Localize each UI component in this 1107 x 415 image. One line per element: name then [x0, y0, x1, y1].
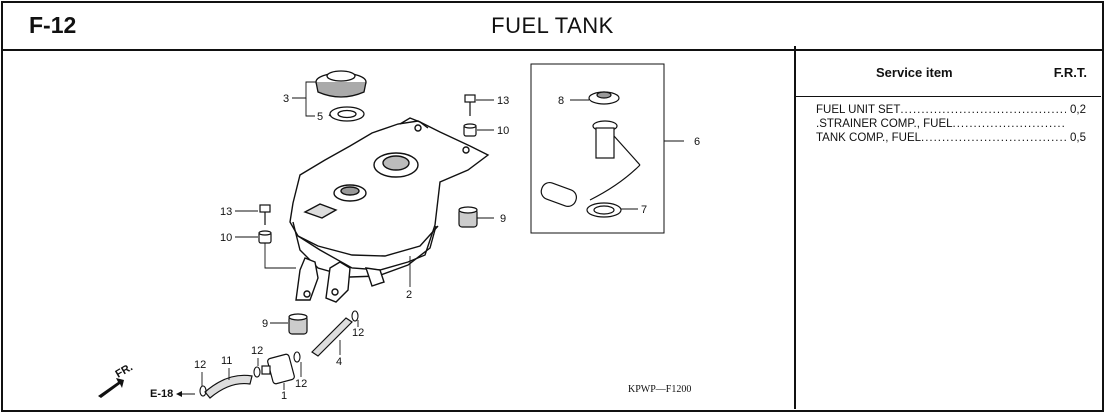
callout-12: 12	[251, 345, 263, 357]
grommet	[258, 230, 272, 244]
callout-1: 1	[281, 390, 287, 402]
bolt	[259, 204, 271, 225]
cap-packing	[329, 106, 365, 122]
service-row: .STRAINER COMP., FUEL	[816, 117, 1086, 131]
grommet	[463, 123, 477, 137]
bolt	[464, 94, 476, 116]
callout-8: 8	[558, 95, 564, 107]
callout-12: 12	[194, 359, 206, 371]
fuel-pump-setting-plate	[588, 91, 620, 105]
service-row-name: TANK COMP., FUEL	[816, 132, 922, 144]
service-row-frt: 0,2	[1070, 104, 1086, 116]
page-title: FUEL TANK	[491, 13, 614, 38]
service-item-heading: Service item	[876, 65, 953, 80]
callout-4: 4	[336, 356, 342, 368]
column-divider	[794, 46, 796, 409]
callout-12: 12	[352, 327, 364, 339]
callout-5: 5	[317, 111, 323, 123]
section-code: F-12	[29, 12, 77, 38]
service-row-frt: 0,5	[1070, 132, 1086, 144]
callout-7: 7	[641, 204, 647, 216]
callout-13: 13	[497, 95, 509, 107]
callout-3: 3	[283, 93, 289, 105]
front-arrow-icon: FR.	[98, 361, 135, 398]
service-row-name: .STRAINER COMP., FUEL	[816, 118, 953, 130]
left-arrow-icon	[176, 391, 195, 397]
fuel-hose	[204, 374, 253, 399]
reference-label: E-18	[150, 388, 173, 400]
rubber-mount	[458, 206, 478, 228]
service-row: FUEL UNIT SET 0,2	[816, 103, 1086, 117]
fuel-cap	[315, 70, 367, 98]
fuel-hose	[311, 317, 353, 357]
callout-10: 10	[220, 232, 232, 244]
front-mark: FR.	[114, 361, 135, 380]
callout-6: 6	[694, 136, 700, 148]
service-list: FUEL UNIT SET 0,2 .STRAINER COMP., FUEL …	[816, 103, 1086, 145]
fuel-tank	[289, 117, 490, 303]
service-row: TANK COMP., FUEL 0,5	[816, 131, 1086, 145]
callout-13: 13	[220, 206, 232, 218]
callout-10: 10	[497, 125, 509, 137]
drawing-code: KPWP—F1200	[628, 384, 691, 395]
callout-2: 2	[406, 289, 412, 301]
fuel-filter	[261, 353, 295, 385]
frt-heading: F.R.T.	[1053, 65, 1087, 80]
callout-11: 11	[221, 355, 232, 367]
callout-9: 9	[500, 213, 506, 225]
callout-12: 12	[295, 378, 307, 390]
callout-9: 9	[262, 318, 268, 330]
fuel-unit	[540, 120, 641, 207]
header: F-12 FUEL TANK	[3, 3, 1102, 51]
hose-clip	[199, 310, 359, 397]
leader-lines	[201, 81, 638, 390]
fuel-unit-inset-box	[530, 63, 665, 234]
service-row-name: FUEL UNIT SET	[816, 104, 901, 116]
fuel-unit-packing	[586, 202, 622, 218]
service-table-header: Service item F.R.T.	[796, 46, 1101, 97]
rubber-mount	[288, 313, 308, 335]
